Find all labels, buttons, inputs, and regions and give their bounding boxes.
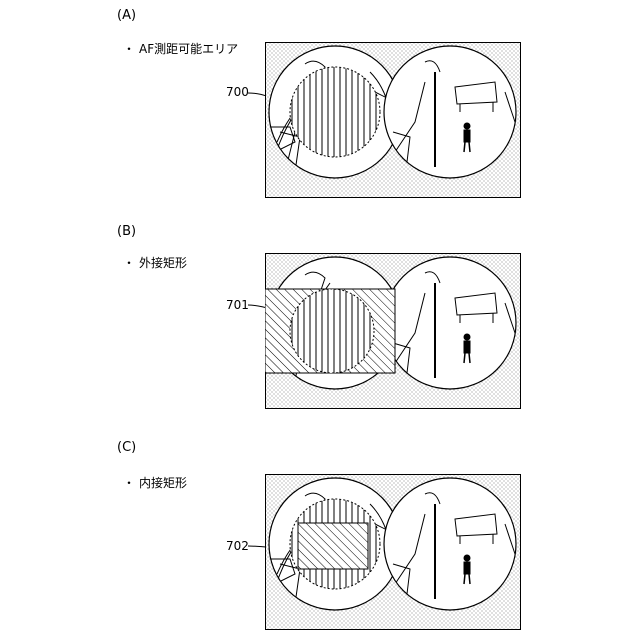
- left-fisheye-lens: [269, 478, 401, 610]
- right-fisheye-lens: [384, 478, 516, 610]
- fisheye-figure-c: [265, 474, 521, 630]
- inscribed-rectangle: [298, 523, 368, 569]
